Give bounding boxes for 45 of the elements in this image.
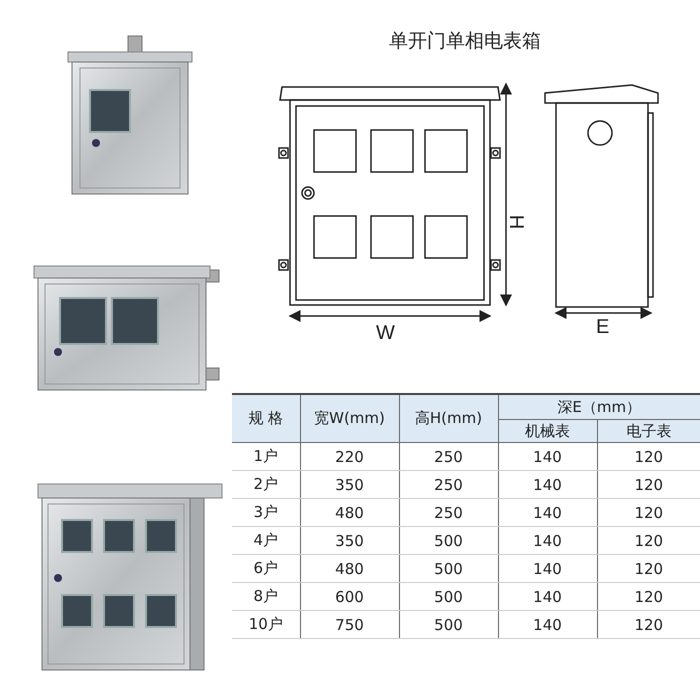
table-cell: 500	[399, 554, 498, 582]
table-cell: 8户	[232, 582, 300, 610]
table-cell: 140	[498, 470, 597, 498]
table-cell: 350	[300, 470, 399, 498]
table-cell: 140	[498, 582, 597, 610]
table-cell: 3户	[232, 498, 300, 526]
table-cell: 2户	[232, 470, 300, 498]
table-cell: 6户	[232, 554, 300, 582]
table-cell: 120	[597, 554, 700, 582]
table-cell: 4户	[232, 526, 300, 554]
title: 单开门单相电表箱	[388, 29, 542, 54]
table-cell: 500	[399, 582, 498, 610]
table-cell: 600	[300, 582, 399, 610]
table-cell: 350	[300, 526, 399, 554]
table-cell: 140	[498, 554, 597, 582]
header-cell: 深E（mm）	[498, 394, 700, 420]
table-cell: 140	[498, 442, 597, 470]
table-cell: 250	[399, 498, 498, 526]
dimension-label: E	[596, 317, 610, 337]
table-cell: 500	[399, 526, 498, 554]
header-cell: 规 格	[232, 394, 300, 442]
table-cell: 120	[597, 610, 700, 638]
table-cell: 120	[597, 470, 700, 498]
table-cell: 120	[597, 582, 700, 610]
table-cell: 140	[498, 610, 597, 638]
header-cell: 宽W(mm)	[300, 394, 399, 442]
header-cell: 高H(mm)	[399, 394, 498, 442]
table-cell: 500	[399, 610, 498, 638]
dimension-label: H	[506, 214, 526, 230]
header-cell: 机械表	[498, 420, 597, 442]
table-cell: 480	[300, 554, 399, 582]
table-cell: 120	[597, 498, 700, 526]
table-cell: 480	[300, 498, 399, 526]
header-cell: 电子表	[597, 420, 700, 442]
table-cell: 750	[300, 610, 399, 638]
table-cell: 250	[399, 442, 498, 470]
table-cell: 220	[300, 442, 399, 470]
table-cell: 120	[597, 526, 700, 554]
table-cell: 10户	[232, 610, 300, 638]
dimension-label: W	[376, 323, 395, 343]
table-cell: 1户	[232, 442, 300, 470]
table-cell: 140	[498, 498, 597, 526]
table-cell: 250	[399, 470, 498, 498]
table-cell: 140	[498, 526, 597, 554]
table-cell: 120	[597, 442, 700, 470]
